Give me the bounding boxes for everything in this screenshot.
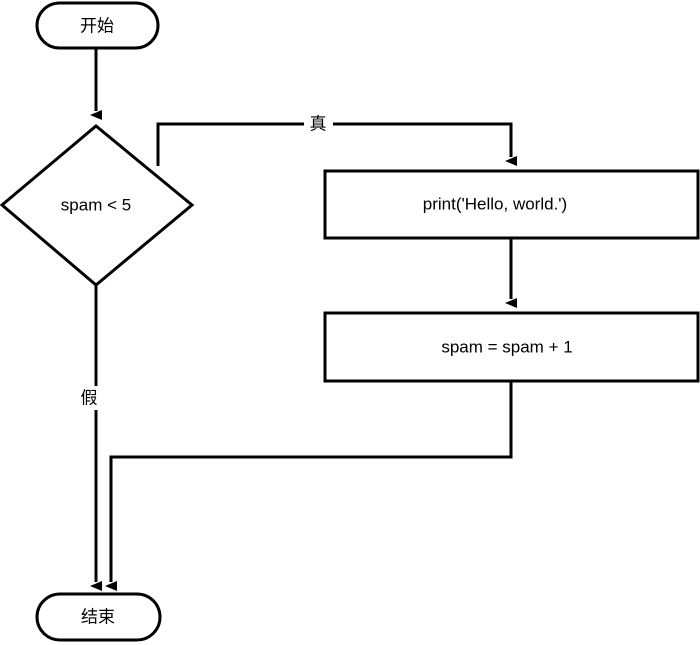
node-print-label: print('Hello, world.') [423,194,567,213]
edge-increment-loop-back [105,381,513,591]
node-end[interactable]: 结束 [35,592,162,642]
node-increment-label: spam = spam + 1 [441,337,572,356]
node-increment-shape[interactable] [323,311,700,383]
node-increment[interactable]: spam = spam + 1 [323,311,700,383]
edge-label-true: 真 [310,114,327,133]
node-end-shape[interactable] [35,592,162,642]
edge-condition-false-to-end: 假 [76,285,102,591]
node-start-label: 开始 [80,16,114,35]
edge-label-false-backdrop [76,386,98,410]
edge-condition-true-line [156,122,517,166]
node-start[interactable]: 开始 [35,1,160,50]
node-condition-shape[interactable] [0,124,195,287]
edge-label-false: 假 [81,388,98,407]
node-condition[interactable]: spam < 5 [0,124,195,287]
edge-label-true-backdrop [304,112,333,136]
node-start-shape[interactable] [35,1,160,50]
edge-condition-true-to-print: 真 [156,112,517,166]
node-condition-label: spam < 5 [61,195,131,214]
edge-increment-loop-back-line [105,381,513,591]
node-end-label: 结束 [81,607,115,626]
node-print-shape[interactable] [323,169,700,240]
node-print[interactable]: print('Hello, world.') [323,169,700,240]
